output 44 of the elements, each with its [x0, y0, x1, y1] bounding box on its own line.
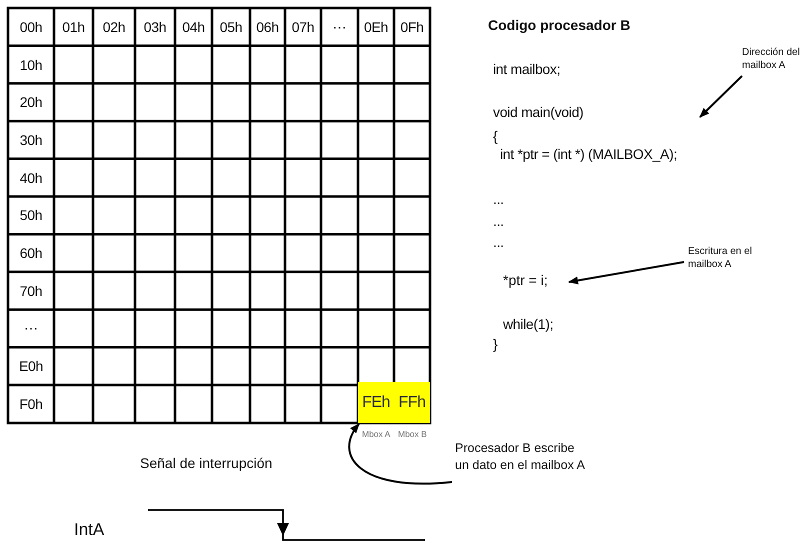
code-line: ... — [493, 234, 504, 252]
address-label: 50h — [18, 206, 44, 226]
code-line: int *ptr = (int *) (MAILBOX_A); — [500, 146, 678, 164]
address-label: 0Eh — [362, 18, 389, 37]
address-label: 04h — [181, 18, 206, 37]
signal-caption: Señal de interrupción — [140, 455, 272, 473]
address-label: ⋯ — [23, 319, 39, 338]
address-label: 0Fh — [399, 18, 425, 37]
code-line: *ptr = i; — [503, 272, 563, 292]
address-label: ⋯ — [332, 18, 348, 37]
mailbox-cell: FFh — [394, 382, 430, 423]
address-label: 30h — [18, 130, 44, 150]
code-title: Codigo procesador B — [488, 17, 630, 33]
code-line: void main(void) — [493, 104, 584, 122]
address-label: 05h — [218, 18, 244, 37]
address-label: 40h — [18, 168, 44, 188]
address-label: 07h — [290, 18, 316, 37]
code-line: int mailbox; — [493, 61, 560, 79]
address-label: 70h — [18, 282, 44, 301]
code-line: ... — [493, 213, 504, 231]
mailbox-caption: Mbox A — [362, 429, 390, 439]
address-label: 02h — [102, 18, 126, 37]
signal-name: IntA — [74, 520, 104, 541]
address-label: 20h — [18, 93, 44, 112]
address-label: 10h — [18, 56, 44, 75]
callout-note: Procesador B escribe un dato en el mailbox A — [455, 440, 585, 496]
arrow — [699, 75, 743, 118]
mailbox-caption: Mbox B — [398, 429, 427, 439]
mailbox-cell: FEh — [358, 382, 394, 423]
code-line: } — [493, 336, 498, 354]
arrow — [568, 261, 684, 284]
callout-note: Escritura en el mailbox A — [688, 245, 760, 273]
address-label: 03h — [142, 18, 168, 37]
address-label: 06h — [255, 18, 280, 37]
code-line: ... — [493, 191, 504, 209]
code-line: while(1); — [503, 316, 554, 334]
address-label: 00h — [18, 18, 44, 37]
code-line: { — [493, 128, 498, 146]
address-label: 01h — [61, 18, 86, 37]
address-label: E0h — [18, 357, 44, 376]
address-label: 60h — [18, 244, 44, 264]
callout-note: Dirección del mailbox A — [742, 46, 812, 74]
arrow — [348, 423, 452, 485]
address-label: F0h — [18, 394, 44, 414]
